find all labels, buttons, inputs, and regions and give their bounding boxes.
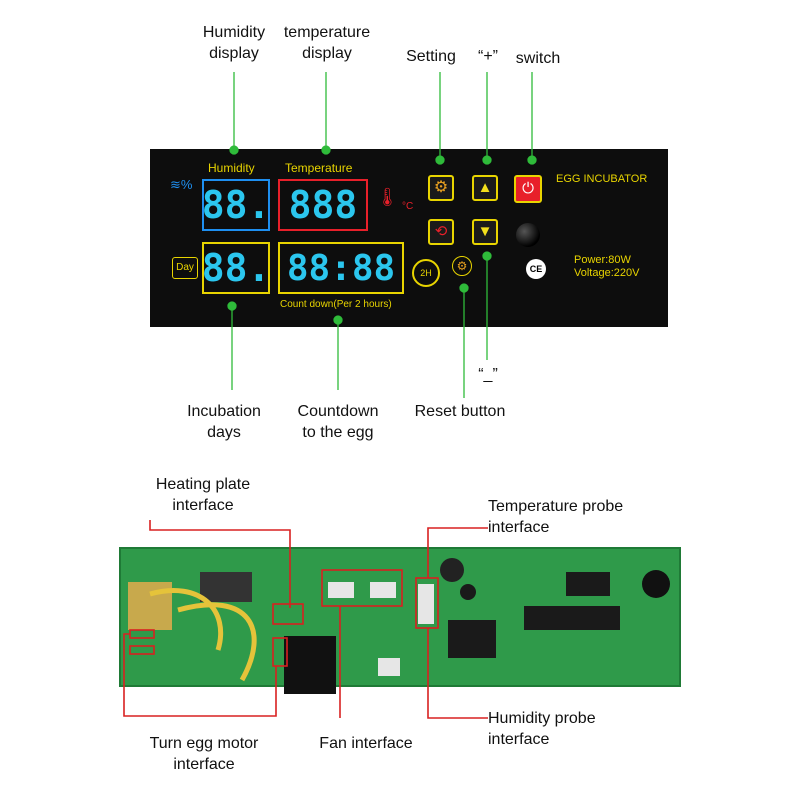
refresh-icon: ⟲: [434, 223, 448, 240]
humidity-label: Humidity: [208, 161, 255, 175]
reset-button[interactable]: ⟲: [428, 219, 454, 245]
incubation-days-display: 88.: [202, 242, 270, 294]
callout-minus: “_”: [478, 366, 498, 383]
thermometer-icon: 🌡: [376, 187, 399, 207]
power-icon: ⏻: [522, 180, 534, 197]
countdown-display: 88:88: [278, 242, 404, 294]
ce-mark-text: CE: [529, 264, 543, 274]
power-rating: Power:80W: [574, 254, 631, 266]
callout-temperature-display: temperature display: [283, 24, 371, 62]
circuit-board: [119, 520, 681, 719]
temperature-label: Temperature: [285, 161, 353, 175]
indicator-light: [516, 223, 540, 247]
callout-switch: switch: [515, 50, 561, 67]
countdown-label: Count down(Per 2 hours): [280, 299, 392, 310]
setting-button[interactable]: ⚙: [428, 175, 454, 201]
arrow-up-icon: ▲: [477, 179, 493, 196]
gear-icon: ⚙: [433, 179, 449, 196]
reset-gear-icon: ⚙: [452, 256, 472, 276]
brand-label: EGG INCUBATOR: [556, 173, 648, 185]
callout-temperature-probe: Temperature probe interface: [488, 498, 624, 536]
callout-incubation-days: Incubation days: [187, 403, 261, 441]
callout-plus: “+”: [478, 48, 498, 65]
plus-button[interactable]: ▲: [472, 175, 498, 201]
callout-reset-button: Reset button: [414, 403, 506, 420]
control-panel: Humidity Temperature ≋% 88. 888 🌡 °C Day…: [150, 149, 668, 327]
day-icon-text: Day: [176, 262, 194, 273]
celsius-label: °C: [402, 201, 414, 212]
callout-setting: Setting: [406, 48, 456, 65]
day-icon: Day: [172, 257, 198, 279]
callout-humidity-display: Humidity display: [202, 24, 266, 62]
callout-turn-egg-motor: Turn egg motor interface: [149, 735, 259, 773]
humidity-display: 88.: [202, 179, 270, 231]
temperature-display: 888: [278, 179, 368, 231]
minus-button[interactable]: ▼: [472, 219, 498, 245]
callout-fan: Fan interface: [319, 735, 413, 752]
callout-countdown: Countdown to the egg: [297, 403, 379, 441]
voltage-rating: Voltage:220V: [574, 267, 640, 279]
two-hour-text: 2H: [420, 268, 432, 278]
ce-mark: CE: [526, 259, 546, 279]
two-hour-icon: 2H: [412, 259, 440, 287]
callout-humidity-probe: Humidity probe interface: [488, 710, 596, 748]
arrow-down-icon: ▼: [477, 223, 493, 240]
power-switch-button[interactable]: ⏻: [514, 175, 542, 203]
top-leader-lines: [227, 72, 537, 398]
callout-heating-plate: Heating plate interface: [155, 476, 251, 514]
humidity-icon: ≋%: [170, 177, 193, 192]
